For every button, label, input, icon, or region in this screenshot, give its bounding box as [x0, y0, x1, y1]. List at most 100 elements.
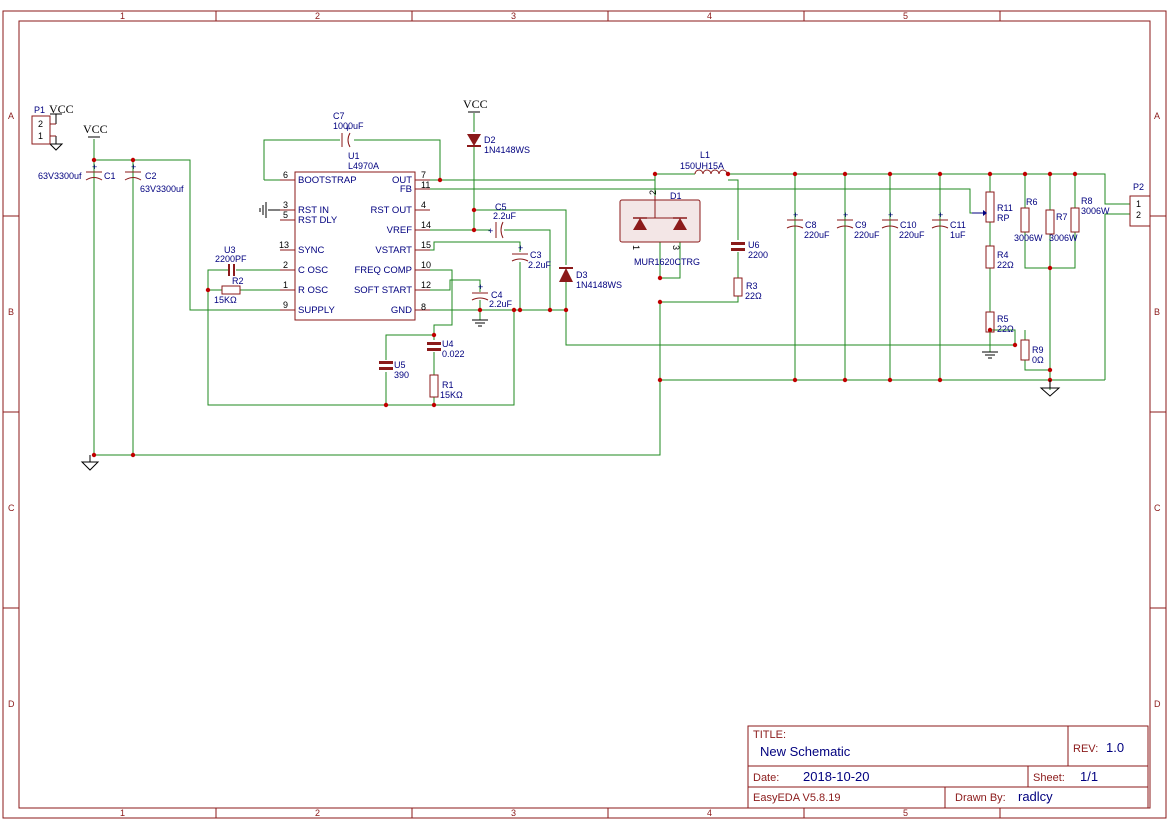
capacitor-c5: + C5 2.2uF [488, 202, 517, 239]
c2-value: 63V3300uf [140, 184, 184, 194]
r11-value: RP [997, 213, 1010, 223]
u4-ref: U4 [442, 339, 454, 349]
svg-text:+: + [131, 162, 136, 172]
r8-value: 3006W [1081, 206, 1110, 216]
resistor-r8: R8 3006W [1070, 196, 1110, 233]
u1-pin-r-osc: R OSC [298, 285, 328, 296]
u1-pin-num-7: 7 [421, 170, 426, 180]
c10-ref: C10 [900, 220, 917, 230]
d2-ref: D2 [484, 135, 496, 145]
ground-symbol-c4 [472, 319, 488, 327]
u1-pin-soft-start: SOFT START [354, 285, 412, 296]
u1-pin-num-11: 11 [421, 180, 430, 190]
drawn-by-label: Drawn By: [955, 792, 1006, 804]
vcc-symbol-input: VCC [83, 122, 108, 138]
c9-value: 220uF [854, 230, 880, 240]
d1-value: MUR1620CTRG [634, 257, 700, 267]
l1-value: 150UH15A [680, 161, 724, 171]
svg-text:+: + [92, 162, 97, 172]
c1-ref: C1 [104, 171, 116, 181]
u1-pin-num-6: 6 [283, 170, 288, 180]
vcc-label-d2: VCC [463, 97, 488, 111]
c2-ref: C2 [145, 171, 157, 181]
c7-ref: C7 [333, 111, 345, 121]
zone-row-c-right: C [1154, 503, 1161, 513]
u1-pin-freq-comp: FREQ COMP [354, 265, 412, 276]
u1-pin-gnd: GND [391, 305, 412, 316]
capacitor-u5: U5 390 [379, 360, 409, 380]
capacitor-c4: + C4 2.2uF [471, 282, 513, 309]
capacitor-c2: + C2 63V3300uf [124, 162, 184, 194]
d3-value: 1N4148WS [576, 280, 622, 290]
connector-p2: 1 2 P2 [1129, 182, 1151, 227]
r8-ref: R8 [1081, 196, 1093, 206]
resistor-r2: R2 15KΩ [214, 276, 244, 305]
d2-value: 1N4148WS [484, 145, 530, 155]
ground-symbol-output [1039, 380, 1061, 397]
capacitor-u3: U3 2200PF [215, 245, 247, 276]
u1-pin-sync: SYNC [298, 245, 325, 256]
d1-pin3: 3 [671, 245, 681, 250]
u1-pin-num-12: 12 [421, 280, 431, 290]
c11-ref: C11 [950, 220, 966, 230]
zone-row-d: D [8, 699, 15, 709]
c5-value: 2.2uF [493, 211, 517, 221]
p1-pin1: 1 [38, 131, 43, 141]
title-label: TITLE: [753, 729, 786, 741]
p2-pin1: 1 [1136, 199, 1141, 209]
r9-ref: R9 [1032, 345, 1044, 355]
u1-pin-num-1: 1 [283, 280, 288, 290]
software-version: EasyEDA V5.8.19 [753, 792, 840, 804]
u5-value: 390 [394, 370, 409, 380]
u1-pin-rst-dly: RST DLY [298, 215, 338, 226]
capacitor-c10: + C10 220uF [881, 210, 925, 240]
junctions [91, 157, 1078, 458]
zone-col-2: 2 [315, 11, 320, 21]
r2-ref: R2 [232, 276, 244, 286]
r1-ref: R1 [442, 380, 454, 390]
c4-ref: C4 [491, 290, 503, 300]
u1-pin-num-3: 3 [283, 200, 288, 210]
u3-ref: U3 [224, 245, 236, 255]
c11-value: 1uF [950, 230, 966, 240]
u4-value: 0.022 [442, 349, 465, 359]
d3-ref: D3 [576, 270, 588, 280]
r2-value: 15KΩ [214, 295, 237, 305]
u1-value: L4970A [348, 161, 379, 171]
capacitor-c9: + C9 220uF [836, 210, 880, 240]
u1-pin-vstart: VSTART [375, 245, 412, 256]
u1-pin-out: OUT [392, 175, 412, 186]
r4-value: 22Ω [997, 260, 1014, 270]
zone-row-b: B [8, 307, 14, 317]
u1-pin-fb: FB [400, 184, 412, 195]
u1-ref: U1 [348, 151, 360, 161]
resistor-r6: R6 3006W [1014, 197, 1043, 243]
drawn-by-value: radlcy [1018, 789, 1053, 804]
r6-value: 3006W [1014, 233, 1043, 243]
svg-text:+: + [888, 210, 893, 220]
diode-d1: D1 2 1 3 MUR1620CTRG [619, 190, 701, 267]
c8-value: 220uF [804, 230, 830, 240]
diode-d3: D3 1N4148WS [559, 267, 622, 290]
r1-value: 15KΩ [440, 390, 463, 400]
zone-row-b-right: B [1154, 307, 1160, 317]
svg-text:+: + [843, 210, 848, 220]
vcc-symbol-d2: VCC [463, 97, 488, 113]
zone-row-a: A [8, 111, 14, 121]
sheet-value: 1/1 [1080, 769, 1098, 784]
resistor-r7: R7 3006W [1045, 209, 1078, 243]
svg-text:+: + [488, 226, 493, 236]
power-symbols: VCC VCC VCC [48, 97, 1061, 471]
capacitor-u4: U4 0.022 [427, 339, 465, 359]
u1-pin-num-14: 14 [421, 220, 431, 230]
c7-value: 1000uF [333, 121, 364, 131]
r5-ref: R5 [997, 314, 1009, 324]
u3-value: 2200PF [215, 254, 247, 264]
svg-text:+: + [478, 282, 483, 292]
zone-col-3: 3 [511, 11, 516, 21]
u1-pin-rst-in: RST IN [298, 205, 329, 216]
rev-value: 1.0 [1106, 740, 1124, 755]
u1-pin-rst-out: RST OUT [370, 205, 412, 216]
r6-ref: R6 [1026, 197, 1038, 207]
